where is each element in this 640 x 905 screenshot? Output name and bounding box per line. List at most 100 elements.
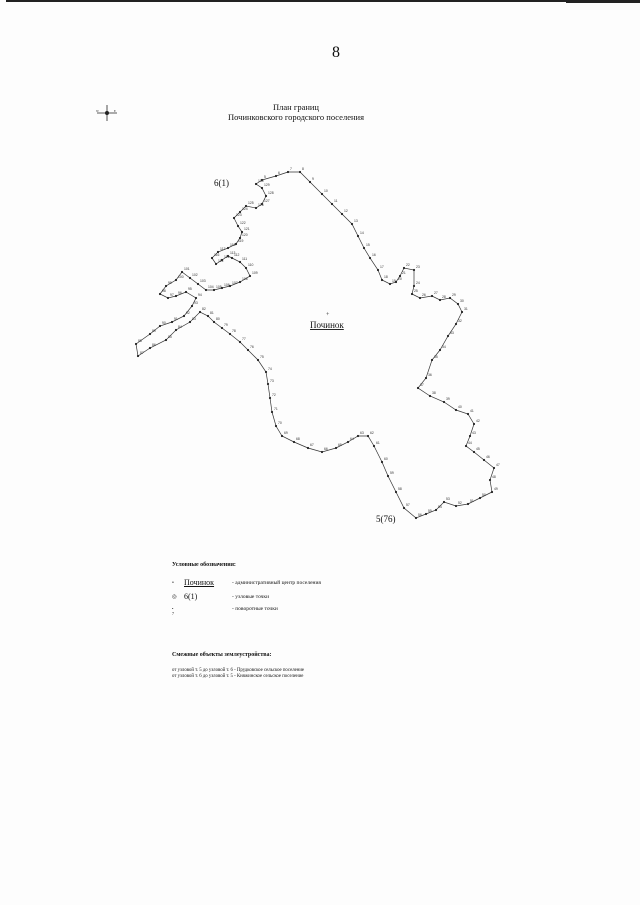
turning-point	[238, 340, 242, 344]
turning-point-label: 13	[354, 219, 358, 223]
turning-point	[158, 292, 162, 296]
turning-point	[196, 282, 200, 286]
turning-point	[286, 170, 290, 174]
turning-point	[346, 440, 350, 444]
turning-points	[134, 170, 496, 520]
turning-point	[442, 400, 446, 404]
turning-point	[366, 434, 370, 438]
turning-point-label: 53	[446, 497, 450, 501]
turning-point	[238, 236, 242, 240]
turning-point-label: 28	[442, 295, 446, 299]
turning-point	[228, 332, 232, 336]
turning-point	[298, 170, 302, 174]
turning-point	[424, 512, 428, 516]
turning-point-label: 63	[360, 431, 364, 435]
turning-point	[402, 266, 406, 270]
turning-point	[466, 412, 470, 416]
turning-point	[454, 504, 458, 508]
top-scan-border	[6, 0, 640, 2]
turning-point-label: 81	[210, 311, 214, 315]
turning-point-label: 20	[398, 277, 402, 281]
turning-point-label: 11	[334, 199, 338, 203]
turning-point-label: 48	[492, 475, 496, 479]
turning-point-label: 42	[476, 419, 480, 423]
turning-point	[240, 230, 244, 234]
turning-point-label: 10	[324, 189, 328, 193]
turning-point-label: 9	[312, 177, 314, 181]
turning-point	[490, 490, 494, 494]
turning-point-label: 46	[486, 455, 490, 459]
turning-point-label: 105	[216, 285, 222, 289]
settlement-label: Починок	[310, 320, 344, 330]
turning-point	[190, 304, 194, 308]
turning-point	[254, 206, 258, 210]
turning-point-label: 84	[178, 325, 182, 329]
turning-point	[170, 320, 174, 324]
turning-point	[260, 186, 264, 190]
turning-point-label: 119	[238, 239, 244, 243]
adjacent-objects: Смежные объекты землеустройства: от узло…	[172, 652, 432, 680]
turning-point	[238, 280, 242, 284]
turning-point	[430, 294, 434, 298]
turning-point	[454, 408, 458, 412]
turning-point-label: 22	[406, 263, 410, 267]
turning-point-label: 6	[278, 171, 280, 175]
turning-point-label: 21	[402, 271, 406, 275]
turning-point-label: 33	[450, 331, 454, 335]
turning-point-label: 31	[464, 307, 468, 311]
turning-point	[230, 256, 234, 260]
turning-point-label: 91	[174, 317, 178, 321]
turning-point-label: 26	[422, 293, 426, 297]
turning-point	[468, 434, 472, 438]
turning-point-label: 76	[250, 345, 254, 349]
turning-point-label: 98	[162, 289, 166, 293]
turning-point-label: 47	[496, 463, 500, 467]
turning-point	[466, 502, 470, 506]
turning-point-label: 29	[452, 293, 456, 297]
turning-point	[174, 294, 178, 298]
turning-point	[148, 346, 152, 350]
page-number: 8	[332, 44, 340, 61]
nodal-point-label-end: 5(76)	[376, 514, 396, 524]
svg-text:E: E	[114, 109, 116, 113]
turning-point	[454, 322, 458, 326]
turning-point-label: 124	[242, 207, 248, 211]
turning-point-label: 38	[432, 391, 436, 395]
turning-point	[270, 410, 274, 414]
turning-point	[460, 310, 464, 314]
turning-point	[398, 274, 402, 278]
turning-point	[380, 460, 384, 464]
turning-point	[204, 288, 208, 292]
turning-point	[220, 326, 224, 330]
turning-point-label: 123	[236, 213, 242, 217]
turning-point-label: 36	[428, 373, 432, 377]
turning-point	[478, 496, 482, 500]
turning-point	[188, 320, 192, 324]
turning-point-label: 73	[270, 379, 274, 383]
turning-point-label: 50	[482, 493, 486, 497]
svg-text:W: W	[96, 109, 99, 113]
turning-point	[472, 422, 476, 426]
turning-point-label: 95	[188, 287, 192, 291]
turning-point	[438, 298, 442, 302]
turning-point	[340, 212, 344, 216]
turning-point	[228, 284, 232, 288]
turning-point	[238, 260, 242, 264]
turning-point-label: 104	[208, 285, 214, 289]
turning-point	[362, 246, 366, 250]
turning-point	[244, 204, 248, 208]
turning-point-label: 99	[168, 281, 172, 285]
turning-point-label: 51	[470, 499, 474, 503]
turning-point	[388, 282, 392, 286]
turning-point	[334, 446, 338, 450]
turning-point-label: 130	[258, 179, 264, 183]
turning-point-label: 19	[392, 279, 396, 283]
turning-point-label: 27	[434, 291, 438, 295]
turning-point-label: 41	[470, 409, 474, 413]
turning-point	[356, 434, 360, 438]
turning-point-label: 88	[138, 339, 142, 343]
turning-point	[166, 296, 170, 300]
turning-point-label: 12	[344, 209, 348, 213]
